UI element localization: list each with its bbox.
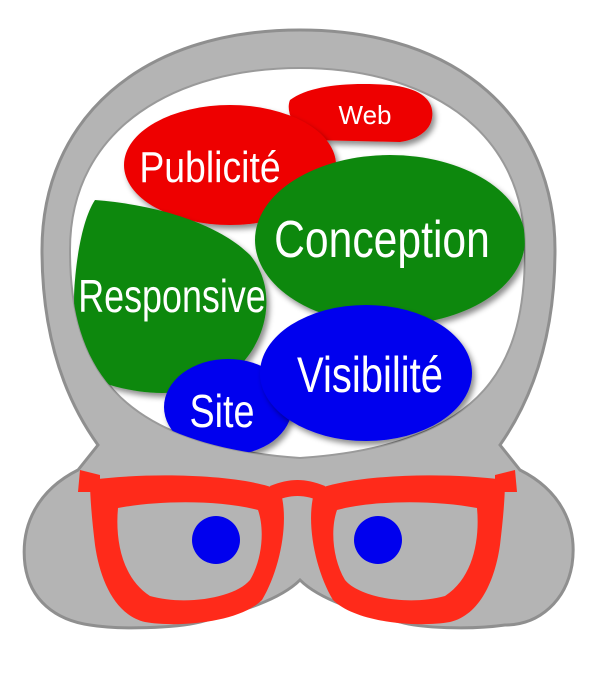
left-pupil-icon [192, 516, 240, 564]
word-conception: Conception [274, 211, 490, 269]
bubble-responsive: Responsive [74, 200, 267, 393]
bubble-conception: Conception [255, 155, 525, 325]
word-responsive: Responsive [78, 271, 265, 322]
bubble-web: Web [288, 83, 433, 142]
word-publicite: Publicité [139, 142, 280, 192]
glasses [78, 470, 517, 625]
bubble-visibilite: Visibilité [260, 305, 472, 441]
right-pupil-icon [354, 516, 402, 564]
word-site: Site [190, 385, 255, 436]
word-web: Web [339, 100, 392, 130]
word-visibilite: Visibilité [297, 347, 443, 403]
bubble-site: Site [164, 359, 292, 455]
